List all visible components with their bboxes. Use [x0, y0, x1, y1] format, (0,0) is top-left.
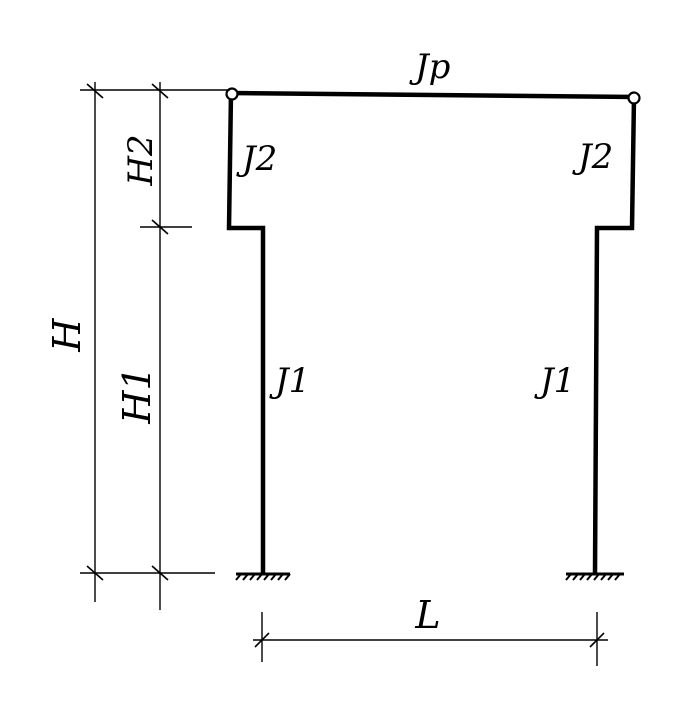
dimension-total-height [80, 82, 230, 602]
label-beam-inertia: Jp [409, 47, 450, 87]
right-hinge-icon [627, 91, 641, 105]
label-lower-left-inertia: J1 [269, 361, 310, 401]
left-hinge-icon [225, 87, 239, 101]
dimension-partial-heights [140, 82, 192, 610]
left-column [226, 90, 266, 576]
label-upper-left-inertia: J2 [236, 139, 277, 179]
label-total-height: H [45, 318, 89, 353]
left-fixed-support-icon [235, 572, 291, 581]
right-column [592, 94, 637, 576]
label-upper-height: H2 [121, 134, 161, 186]
label-span: L [414, 593, 440, 637]
dimension-span [253, 612, 608, 666]
label-lower-right-inertia: J1 [534, 361, 575, 401]
right-fixed-support-icon [565, 572, 624, 581]
roof-beam [228, 90, 637, 100]
label-upper-right-inertia: J2 [572, 137, 613, 177]
label-lower-height: H1 [115, 366, 159, 424]
